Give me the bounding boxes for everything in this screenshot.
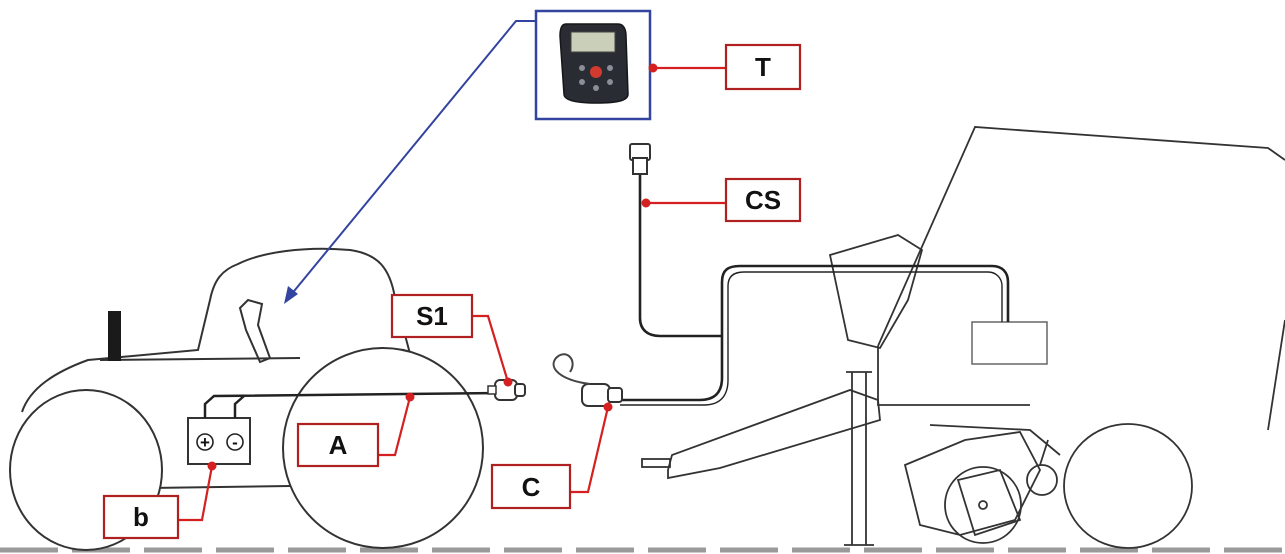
- baler-pickup-drum: [944, 466, 1022, 544]
- callout-dot-t: [648, 63, 658, 73]
- baler-small-wheel: [1026, 464, 1058, 496]
- baler-chamber: [828, 234, 924, 350]
- battery-lead-plus: [203, 391, 501, 418]
- callout-line-b: [178, 465, 214, 522]
- cs-cable: [638, 172, 722, 338]
- baler-wheel: [1063, 423, 1193, 549]
- callout-dot-b: [207, 461, 217, 471]
- tractor-body-outline: [21, 247, 414, 413]
- callout-dot-a: [405, 392, 415, 402]
- baler-drawbar: [667, 389, 881, 480]
- label-b-text: b: [133, 502, 149, 532]
- tractor-cab-window: [238, 298, 272, 364]
- battery-minus-sign: -: [232, 433, 238, 452]
- socket-s1: [487, 379, 526, 401]
- label-t-text: T: [755, 52, 771, 82]
- tractor: [9, 247, 484, 551]
- baler-body: [877, 126, 1285, 431]
- baler-pickup-hub: [978, 500, 988, 510]
- label-s1: S1: [390, 293, 474, 339]
- battery-minus-terminal: [226, 433, 244, 451]
- battery-plus-terminal: [196, 433, 214, 451]
- tractor-exhaust: [108, 311, 121, 361]
- callout-dot-s1: [503, 377, 513, 387]
- callout-line-c: [570, 406, 610, 494]
- label-b: b: [102, 494, 180, 540]
- callout-dot-cs: [641, 198, 651, 208]
- label-a: A: [296, 422, 380, 468]
- baler-arm: [929, 424, 1061, 466]
- battery-lead-minus: [233, 395, 245, 418]
- label-cs: CS: [724, 177, 802, 223]
- label-cs-text: CS: [745, 185, 781, 215]
- tractor-frame: [149, 485, 291, 489]
- plug-c: [552, 353, 623, 407]
- baler-pickup-frame: [903, 431, 1042, 536]
- battery-plus-sign: +: [200, 433, 210, 452]
- terminal-pointer: [284, 20, 536, 304]
- connector-cs: [629, 143, 651, 175]
- callout-line-s1: [472, 314, 510, 383]
- label-c: C: [490, 463, 572, 510]
- harness-main-run: [620, 264, 1010, 402]
- label-t: T: [724, 43, 802, 91]
- baler-jack: [844, 371, 874, 546]
- label-c-text: C: [522, 472, 541, 502]
- callout-dots: [207, 63, 658, 471]
- baler-hitch: [641, 458, 671, 468]
- pointer-arrowhead: [284, 286, 298, 304]
- callout-dot-c: [603, 402, 613, 412]
- terminal-frame: [534, 9, 652, 121]
- baler-harness: [620, 172, 1010, 406]
- baler-pickup-belt: [956, 468, 1022, 537]
- battery: + -: [187, 391, 501, 465]
- baler: [641, 126, 1285, 549]
- label-s1-text: S1: [416, 301, 448, 331]
- label-a-text: A: [329, 430, 348, 460]
- callouts: [178, 66, 726, 522]
- tractor-rear-wheel: [282, 347, 484, 549]
- baler-control-unit: [971, 321, 1048, 365]
- callout-line-a: [378, 396, 412, 457]
